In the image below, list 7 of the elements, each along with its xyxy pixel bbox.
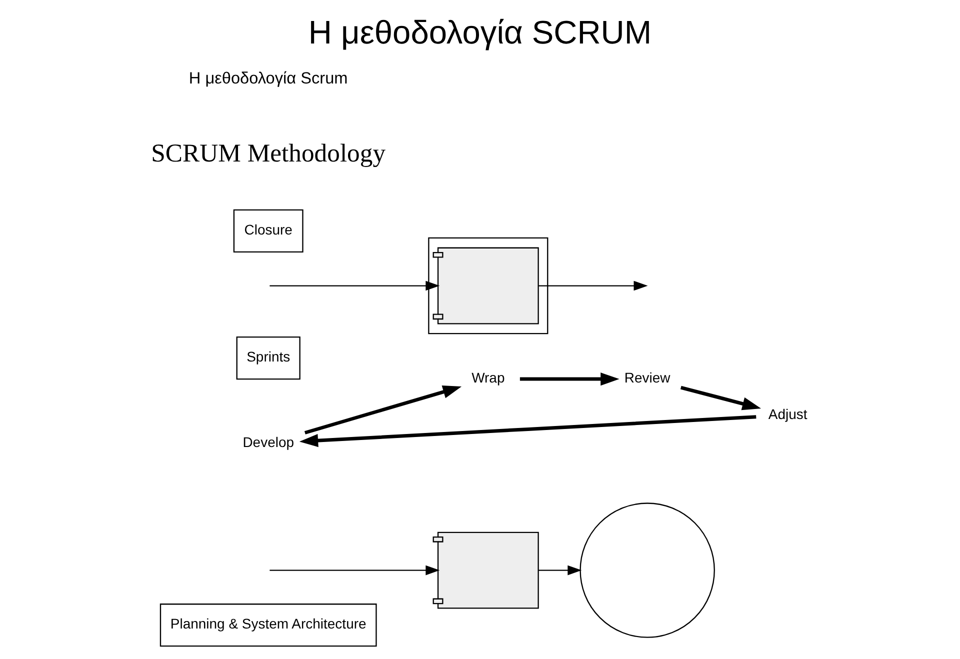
node-text: Adjust: [768, 406, 808, 422]
caption: Η μεθοδολογία Scrum: [188, 70, 348, 88]
diagram-title: Η μεθοδολογία SCRUM: [308, 14, 652, 51]
label: SCRUM Methodology: [151, 138, 386, 168]
node-text: Develop: [242, 434, 294, 450]
node-text: Review: [624, 370, 670, 386]
node-text: Wrap: [472, 370, 505, 386]
